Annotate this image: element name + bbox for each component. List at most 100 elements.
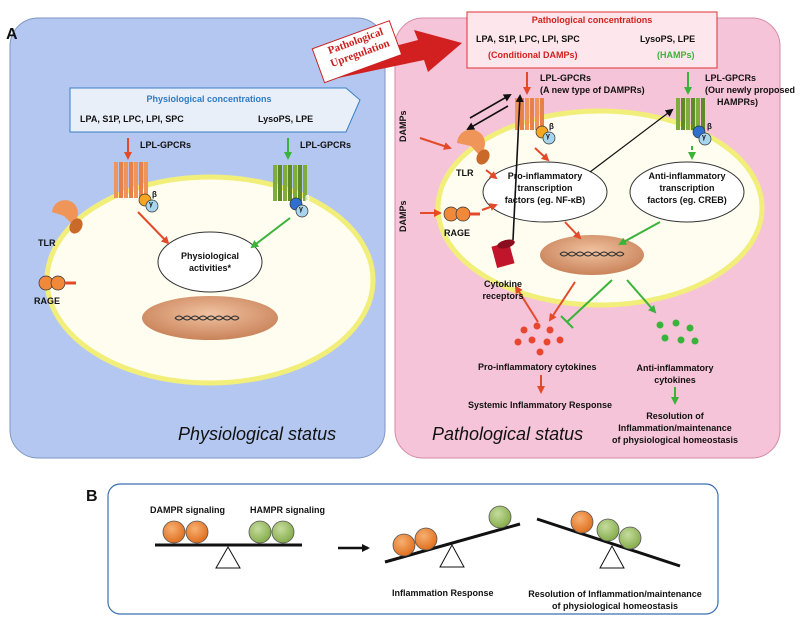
physio-rage-label: RAGE — [34, 296, 61, 306]
upregulation-banner — [311, 20, 403, 84]
physio-arrow-gpcr-left — [137, 211, 170, 245]
cytokine-receptors-line-1: Cytokine — [483, 279, 522, 289]
arrow-protf-to-nucleus — [564, 221, 582, 240]
cytokine-receptors-line-2: receptors — [482, 291, 524, 301]
arrow-damps-top — [419, 137, 452, 150]
inhibit-bar — [560, 315, 574, 329]
arrow-dampr-to-protf — [534, 147, 550, 162]
physio-nucleus — [142, 296, 278, 340]
physio-lipids-left: LPA, S1P, LPC, LPI, SPC — [80, 114, 184, 124]
inflammation-response-label: Inflammation Response — [392, 588, 494, 598]
cytokine-receptors-label: Cytokine receptors — [470, 278, 536, 302]
physio-tlr-icon — [52, 200, 83, 234]
patho-gpcr-left-line-2: (A new type of DAMPRs) — [540, 85, 645, 95]
patho-lipids-right: LysoPS, LPE — [640, 34, 696, 44]
arrow-cytokines-to-receptor — [514, 285, 539, 323]
resolution-line-3: of physiological homeostasis — [611, 435, 739, 445]
resolution-line-2: Inflammation/maintenance — [618, 423, 732, 433]
patho-cell — [435, 108, 765, 308]
anti-tf-line-3: factors (eg. CREB) — [647, 195, 727, 205]
damps-top-label: DAMPs — [398, 110, 408, 142]
patho-tlr-label: TLR — [456, 168, 474, 178]
inhibit-nucleus-to-procytokines — [566, 279, 613, 323]
patho-gpcr-orange-icon — [515, 98, 556, 145]
resolution-line-1: Resolution of — [646, 411, 704, 421]
patho-gpcr-right-label: LPL-GPCRs (Our newly proposed HAMPRs) — [705, 72, 795, 108]
physio-gpcr-left-label: LPL-GPCRs — [140, 140, 192, 150]
panel-b-resolution-line-1: Resolution of Inflammation/maintenance — [528, 589, 702, 599]
arrow-tlr-to-dampr-up — [469, 94, 512, 119]
seesaw-inflammation-fulcrum — [439, 543, 465, 568]
dampr-ball — [392, 533, 416, 557]
anti-cytokines-line-2: cytokines — [654, 375, 696, 385]
physio-beta-label-2: β — [305, 194, 310, 203]
systemic-response-label: Systemic Inflammatory Response — [468, 400, 613, 410]
pro-cytokines-label: Pro-inflammatory cytokines — [478, 362, 597, 372]
anti-tf-line-2: transcription — [659, 183, 715, 193]
physio-tlr-label: TLR — [38, 238, 56, 248]
anti-tf-oval — [629, 161, 745, 223]
patho-beta-label: β — [549, 122, 554, 131]
hampr-ball — [248, 520, 272, 544]
patho-conc-title: Pathological concentrations — [531, 15, 653, 25]
anti-tf-label: Anti-inflammatory transcription factors … — [630, 170, 744, 206]
resolution-label: Resolution of Inflammation/maintenance o… — [606, 410, 744, 446]
arrow-nucleus-to-anticytokines — [626, 279, 657, 314]
anti-cytokines-line-1: Anti-inflammatory — [636, 363, 714, 373]
cytokine-receptor-icon — [491, 239, 515, 268]
physio-gpcr-right-label: LPL-GPCRs — [300, 140, 352, 150]
physio-arrow-gpcr-right — [250, 217, 291, 249]
physio-gamma-label: γ — [149, 201, 153, 208]
patho-beta-label-2: β — [707, 122, 712, 131]
hampr-ball — [488, 505, 512, 529]
damps-bottom-label: DAMPs — [398, 200, 408, 232]
patho-lipids-left-sub: (Conditional DAMPs) — [488, 50, 578, 60]
patho-gpcr-green-icon — [676, 98, 712, 146]
physio-gpcr-orange-icon — [114, 162, 159, 213]
patho-lipids-left: LPA, S1P, LPC, LPI, SPC — [476, 34, 580, 44]
panel-b-resolution-label: Resolution of Inflammation/maintenance o… — [520, 588, 710, 612]
hampr-ball — [596, 518, 620, 542]
arrow-rage-to-protf — [481, 203, 498, 211]
dampr-ball — [414, 527, 438, 551]
seesaw-resolution-beam — [536, 517, 681, 568]
patho-gpcr-right-line-3: HAMPRs) — [717, 97, 759, 107]
dampr-ball — [185, 520, 209, 544]
seesaw-resolution-fulcrum — [599, 544, 625, 569]
physio-lipids-right: LysoPS, LPE — [258, 114, 314, 124]
physio-gpcr-green-icon — [273, 165, 309, 218]
patho-gpcr-left-label: LPL-GPCRs (A new type of DAMPRs) — [540, 72, 645, 96]
patho-rage-label: RAGE — [444, 228, 471, 238]
panel-label-a: A — [6, 26, 18, 43]
physio-rage-icon — [38, 275, 76, 291]
hampr-ball — [271, 520, 295, 544]
hampr-ball — [618, 526, 642, 550]
physio-dna-icon — [174, 315, 240, 321]
panel-b-resolution-line-2: of physiological homeostasis — [551, 601, 679, 611]
dampr-ball — [570, 510, 594, 534]
pro-tf-label: Pro-inflammatory transcription factors (… — [486, 170, 604, 206]
arrow-cytrec-to-dampr — [512, 94, 524, 241]
pro-tf-line-2: transcription — [517, 183, 573, 193]
arrow-antitf-to-nucleus — [618, 221, 661, 245]
patho-concentration-box — [466, 11, 718, 69]
physio-activities-line-1: Physiological — [180, 251, 240, 261]
physio-activities-line-2: activities* — [188, 263, 232, 273]
patho-dna-icon — [559, 251, 625, 257]
pro-tf-line-1: Pro-inflammatory — [507, 171, 583, 181]
patho-nucleus — [540, 235, 644, 275]
hampr-signaling-label: HAMPR signaling — [250, 505, 326, 515]
patho-rage-icon — [443, 206, 480, 222]
arrow-protf-to-hampr — [589, 108, 674, 173]
physio-conc-title: Physiological concentrations — [146, 94, 272, 104]
patho-gamma-label-2: γ — [702, 134, 706, 141]
physio-beta-label: β — [152, 190, 157, 199]
physio-gamma-label-2: γ — [299, 206, 303, 213]
physio-activities-label: Physiological activities* — [158, 250, 262, 274]
pro-tf-line-3: factors (eg. NF-κB) — [504, 195, 586, 205]
arrow-tlr-to-protf — [485, 169, 498, 180]
panel-label-b: B — [86, 488, 98, 505]
seesaw-balanced-fulcrum — [215, 545, 241, 569]
anti-cytokine-dots — [656, 319, 699, 345]
